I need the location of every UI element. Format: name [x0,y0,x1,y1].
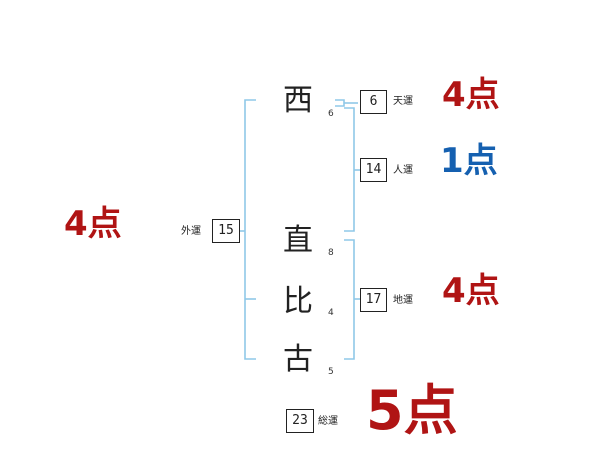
gaikaku-label: 外運 [181,226,201,237]
name-char-4: 古 [283,342,313,377]
name-char-3: 比 [283,284,313,319]
soukaku-label: 総運 [318,416,338,427]
jinkaku-bracket [344,107,355,232]
tenkaku-label: 天運 [393,96,413,107]
jinkaku-label: 人運 [393,165,413,176]
chikaku-score: 4点 [442,271,500,311]
name-char-1: 西 [283,83,313,118]
name-char-2: 直 [283,223,313,258]
gaikaku-bracket [244,99,256,360]
gaikaku-score: 4点 [64,204,122,244]
stroke-count-4: 5 [328,367,334,377]
soukaku-value: 23 [286,409,314,433]
chikaku-value: 17 [360,288,387,312]
tenkaku-bracket [335,99,345,107]
chikaku-label: 地運 [393,295,413,306]
tenkaku-value: 6 [360,90,387,114]
chikaku-bracket [344,239,355,360]
jinkaku-value: 14 [360,158,387,182]
jinkaku-score: 1点 [440,141,498,181]
stroke-count-3: 4 [328,308,334,318]
tenkaku-score: 4点 [442,75,500,115]
soukaku-score: 5点 [366,379,458,442]
stroke-count-1: 6 [328,109,334,119]
gaikaku-value: 15 [212,219,240,243]
stroke-count-2: 8 [328,248,334,258]
